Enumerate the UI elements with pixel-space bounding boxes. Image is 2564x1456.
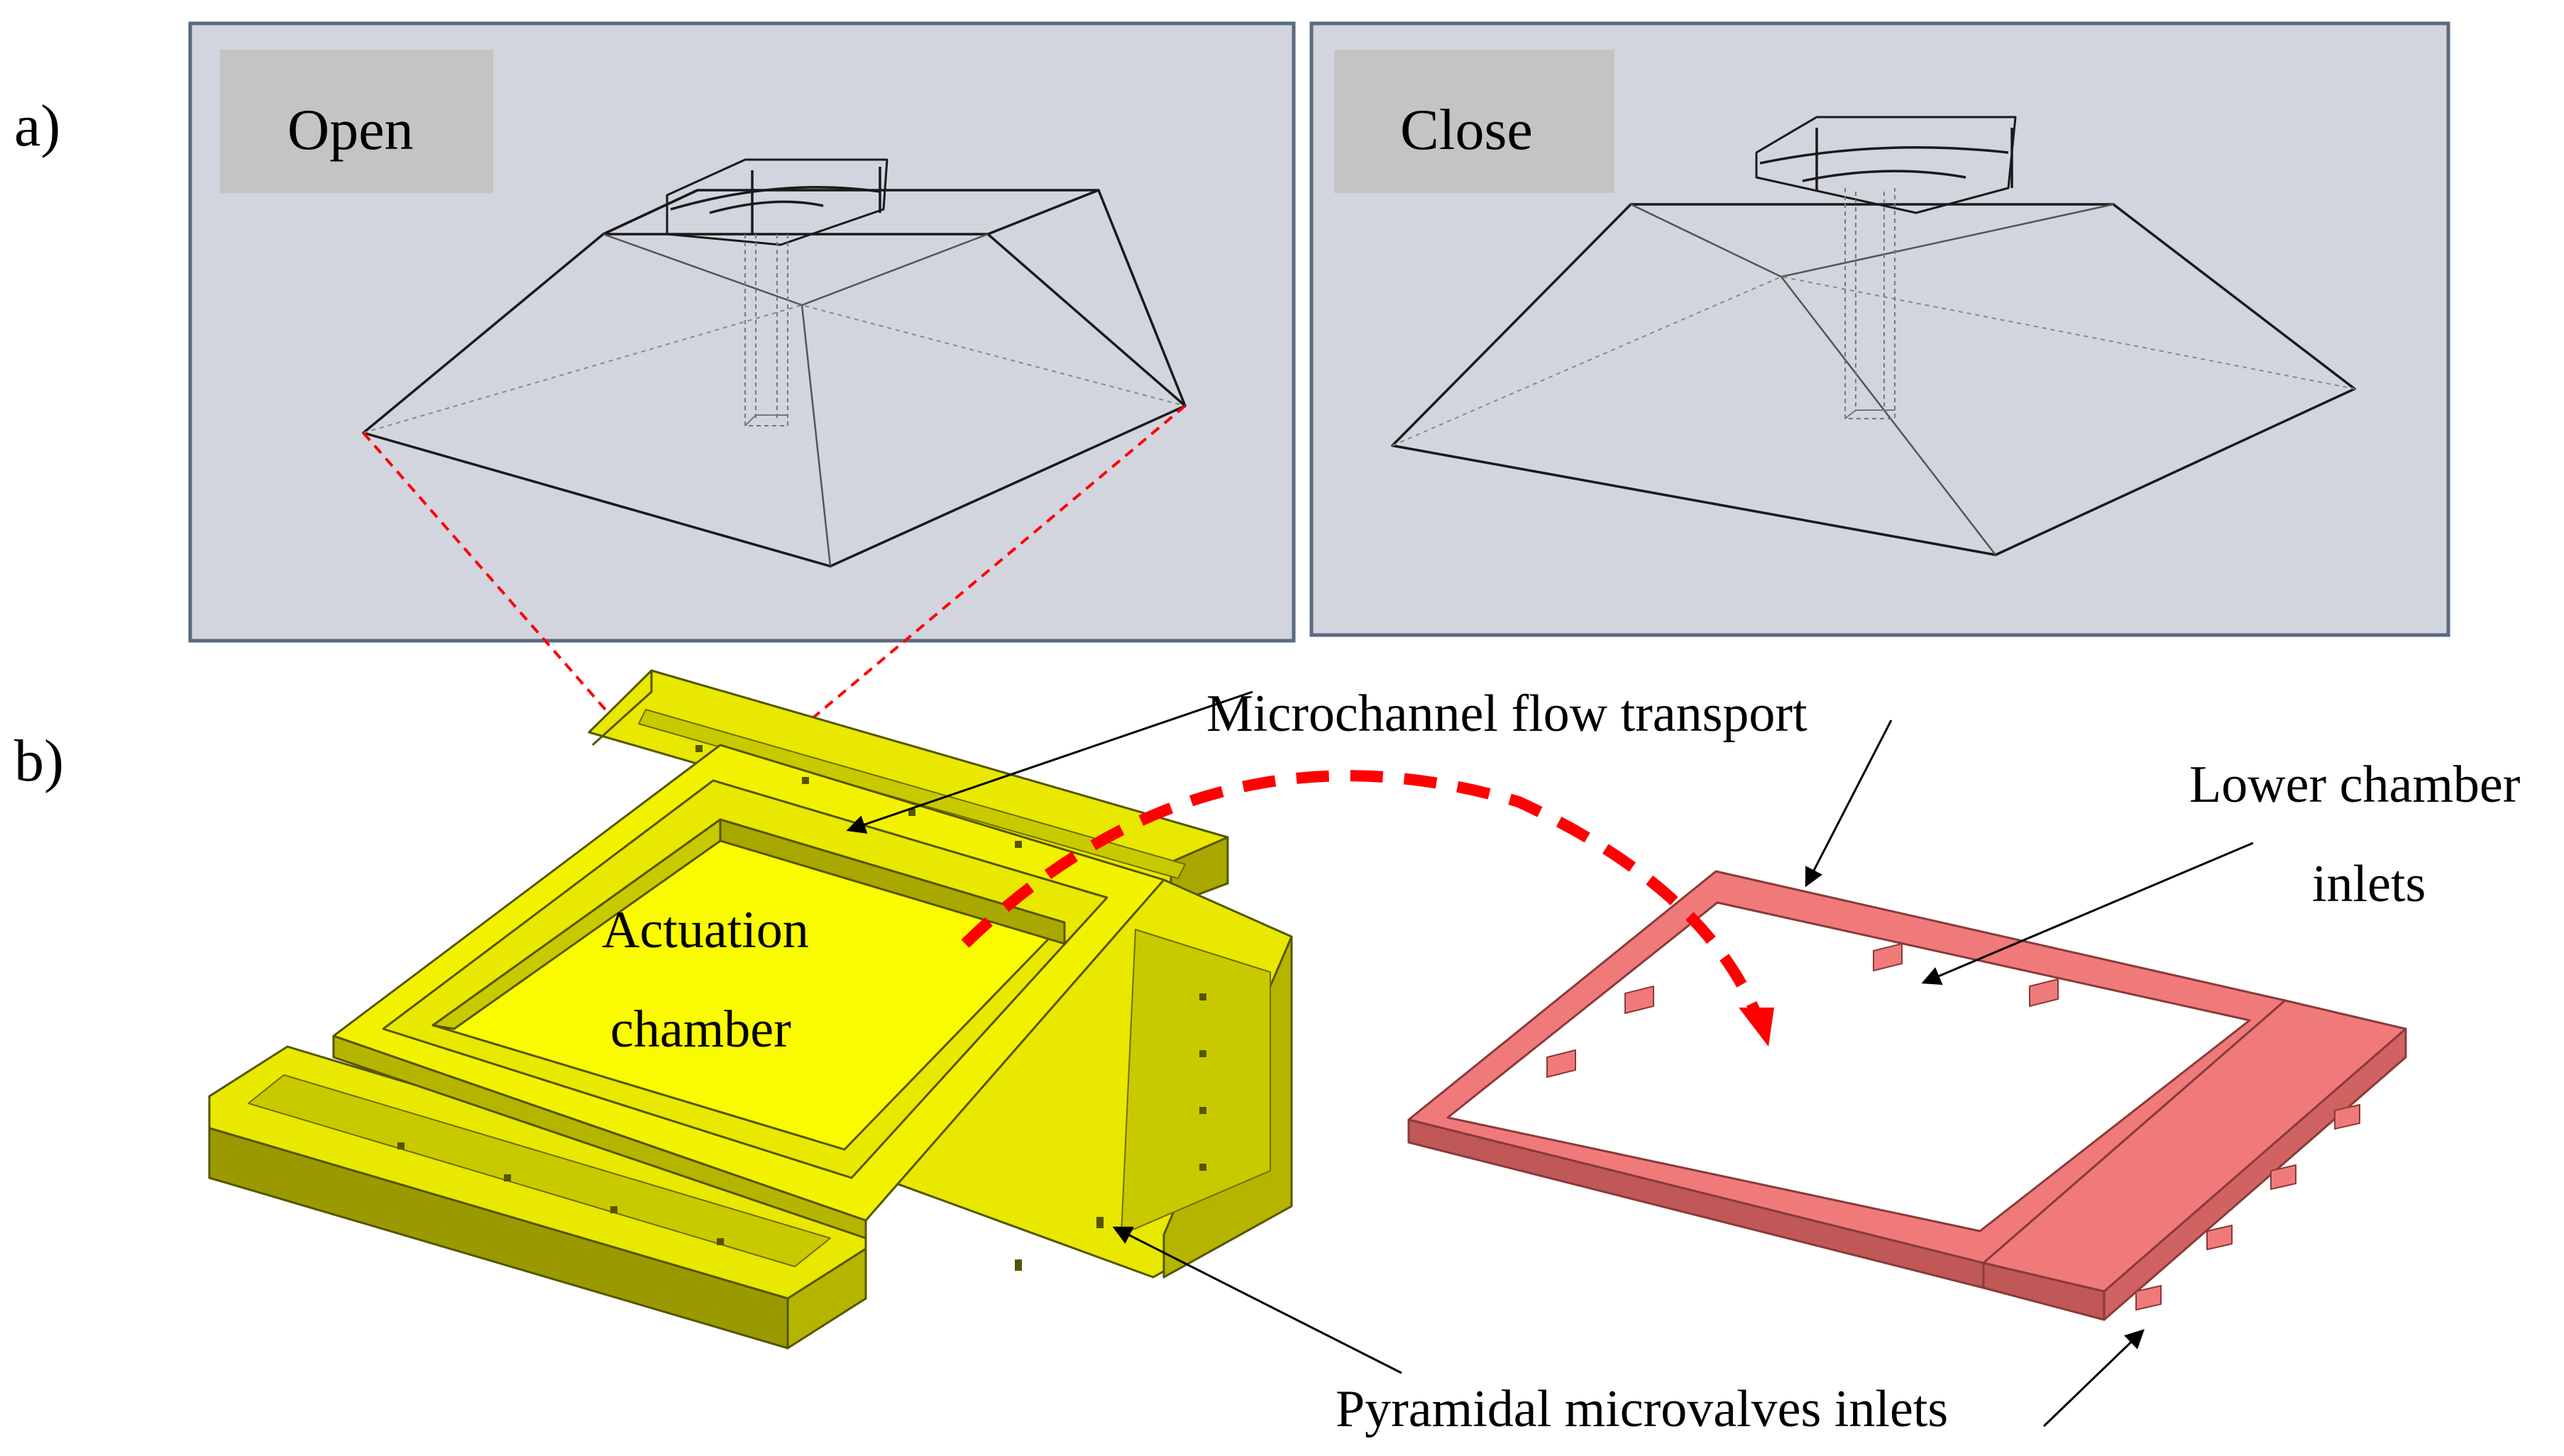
open-view: Open [188,21,1296,643]
close-label-box [1334,50,1614,193]
microchannel-label: Microchannel flow transport [1206,685,1808,743]
close-view: Close [1309,21,2450,637]
back-channel-cells [638,709,1186,879]
panel-a-tag: a) [14,93,60,159]
pyramidal-arrow-left [1112,1226,1402,1374]
pink-inlet-tabs [1546,943,2360,1311]
yellow-valve-assembly [208,669,1293,1350]
actuation-chamber-label-line1: Actuation [602,901,809,959]
inlet-marks [397,745,1206,1271]
microchannel-arrow [846,690,1253,834]
close-label: Close [1400,97,1533,162]
pyramidal-inlets-label: Pyramidal microvalves inlets [1336,1380,1948,1438]
zoom-projection-lines [362,404,1187,764]
lower-chamber-label-line2: inlets [2312,855,2426,913]
lower-chamber-label-line1: Lower chamber [2189,756,2520,814]
open-label: Open [287,97,414,162]
flow-direction-arrow [961,770,1774,1047]
lower-frame-arrow [1805,719,1893,888]
pyramid-valve-close [1391,116,2356,556]
pink-lower-chamber [1407,870,2407,1321]
lower-chamber-arrow [1921,842,2254,985]
pyramid-valve-open [362,158,1187,568]
pyramidal-arrow-right [2042,1329,2145,1428]
panel-b-tag: b) [14,728,64,794]
actuation-chamber-label-line2: chamber [610,1000,791,1059]
open-label-box [220,50,493,193]
